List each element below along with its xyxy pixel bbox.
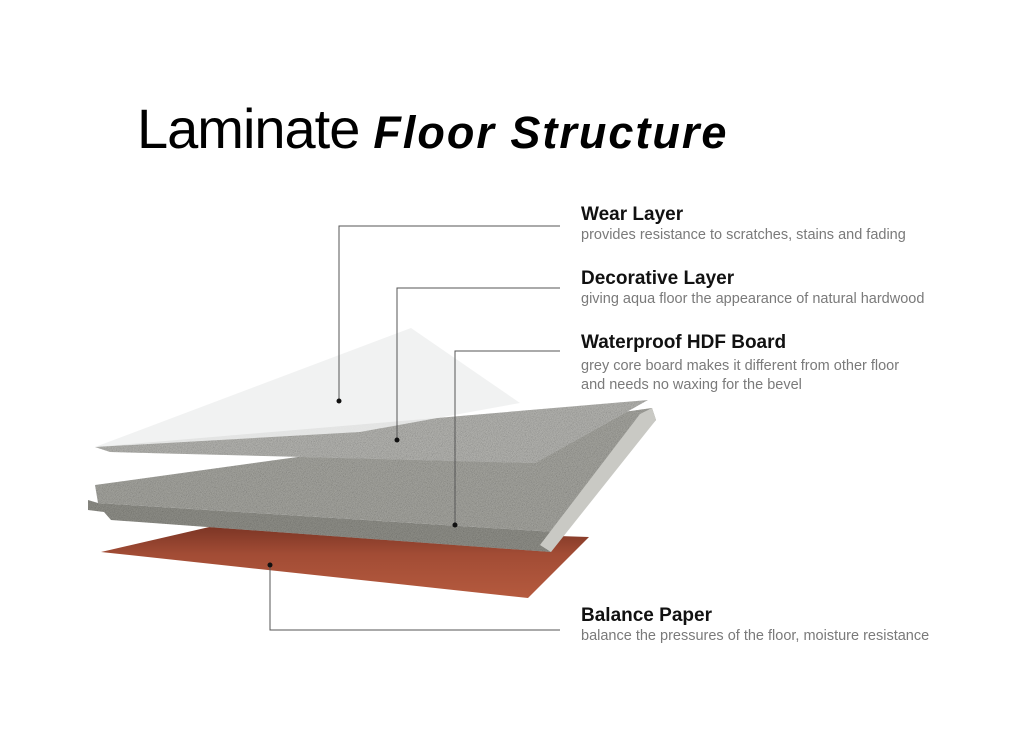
- label-description: provides resistance to scratches, stains…: [581, 227, 906, 243]
- leader-decorative: [396, 287, 560, 440]
- title-laminate: Laminate: [137, 97, 360, 160]
- wear-dot: [336, 398, 342, 404]
- leader-lines: [269, 225, 560, 631]
- label-balance-paper: Balance Paper balance the pressures of t…: [581, 605, 929, 646]
- title-floor-structure: Floor Structure: [373, 107, 729, 158]
- wear-layer: [95, 328, 520, 447]
- decorative-layer: [95, 400, 648, 463]
- label-title: Waterproof HDF Board: [581, 332, 787, 353]
- hdf-board-side: [540, 408, 656, 552]
- label-title: Wear Layer: [581, 204, 684, 225]
- diagram-title: Laminate Floor Structure: [137, 96, 728, 161]
- leader-balance: [269, 565, 560, 631]
- label-description: balance the pressures of the floor, mois…: [581, 628, 930, 644]
- label-decorative-layer: Decorative Layer giving aqua floor the a…: [581, 268, 924, 309]
- label-title: Balance Paper: [581, 605, 712, 626]
- hdf-board-front: [88, 500, 555, 552]
- leader-hdf: [454, 350, 560, 525]
- label-description: giving aqua floor the appearance of natu…: [581, 291, 925, 307]
- leader-wear: [338, 225, 560, 401]
- decorative-dot: [394, 437, 400, 443]
- balance-dot: [267, 562, 273, 568]
- label-description: grey core board makes it different from …: [581, 358, 900, 374]
- label-description: and needs no waxing for the bevel: [581, 377, 802, 393]
- hdf-dot: [452, 522, 458, 528]
- label-wear-layer: Wear Layer provides resistance to scratc…: [581, 204, 906, 245]
- label-title: Decorative Layer: [581, 268, 735, 289]
- label-hdf-board: Waterproof HDF Board grey core board mak…: [581, 332, 899, 395]
